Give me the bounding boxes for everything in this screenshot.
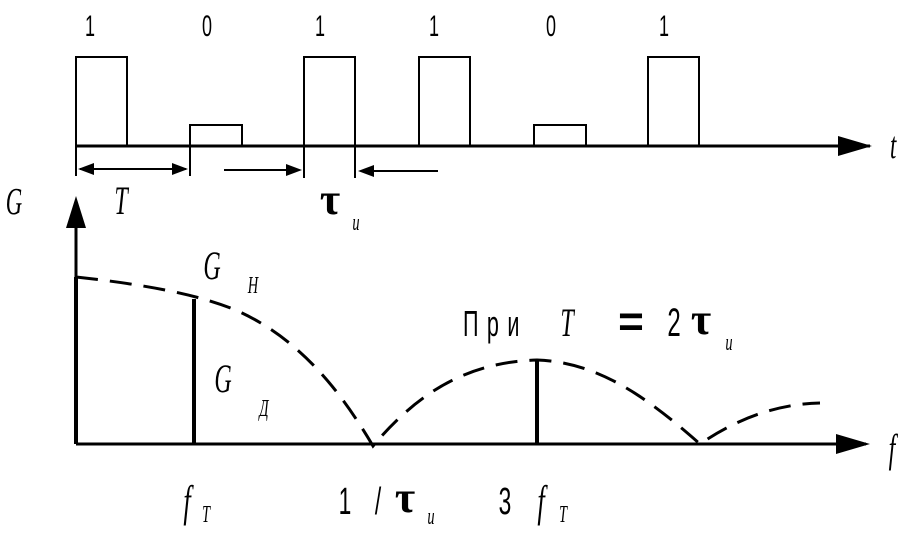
f-axis-label: f (889, 428, 898, 472)
pulse-1 (75, 56, 128, 146)
ft-label: f (183, 477, 194, 526)
three-ft-three: 3 (499, 480, 512, 522)
period-arrow-left (78, 163, 94, 175)
g-n-subscript: Н (247, 272, 259, 299)
ft-subscript: T (202, 501, 211, 528)
bit-label-4: 1 (429, 11, 439, 44)
g-axis-arrowhead (66, 196, 86, 228)
pulse-6 (647, 56, 700, 146)
tau-arrow-left-head (286, 164, 302, 176)
condition-tau: τ (691, 295, 711, 344)
bit-label-1: 1 (85, 11, 95, 44)
period-label: T (114, 180, 129, 224)
g-axis-label: G (6, 180, 22, 222)
condition-T: T (560, 302, 575, 346)
period-arrow-right (172, 163, 188, 175)
tau-subscript: и (352, 209, 359, 236)
bit-label-2: 0 (202, 11, 212, 44)
g-n-label: G (203, 245, 220, 289)
one-over-tau-subscript: и (427, 503, 434, 530)
tau-arrow-right-head (358, 165, 374, 177)
pulse-3 (303, 56, 356, 146)
bit-label-6: 1 (659, 11, 669, 44)
one-over-tau-one: 1 (339, 480, 352, 522)
pulse-4 (418, 56, 471, 146)
g-d-label: G (214, 358, 231, 402)
one-over-tau-tau: τ (395, 473, 415, 522)
pulse-train: 1 0 1 1 0 1 t T τ и (75, 11, 897, 236)
three-ft-f: f (537, 477, 548, 526)
one-over-tau-slash: / (375, 480, 382, 522)
tau-symbol: τ (320, 175, 340, 224)
pulse-2-zero (189, 124, 243, 146)
condition-word: При (463, 304, 528, 344)
condition-equals: = (618, 297, 644, 346)
condition-two: 2 (667, 300, 680, 345)
t-axis-label: t (890, 124, 897, 166)
spectrum-envelope (75, 275, 821, 449)
time-axis-arrowhead (838, 136, 872, 156)
condition-tau-subscript: и (725, 329, 732, 356)
f-axis-arrowhead (836, 434, 870, 454)
bit-label-3: 1 (315, 11, 325, 44)
bit-label-5: 0 (546, 11, 556, 44)
three-ft-subscript: T (559, 501, 568, 528)
g-d-subscript: Д (258, 395, 270, 422)
pulse-5-zero (533, 124, 587, 146)
spectrum-plot: G f G Н G Д f T 1 / τ и 3 f T При T = 2 (6, 180, 898, 530)
